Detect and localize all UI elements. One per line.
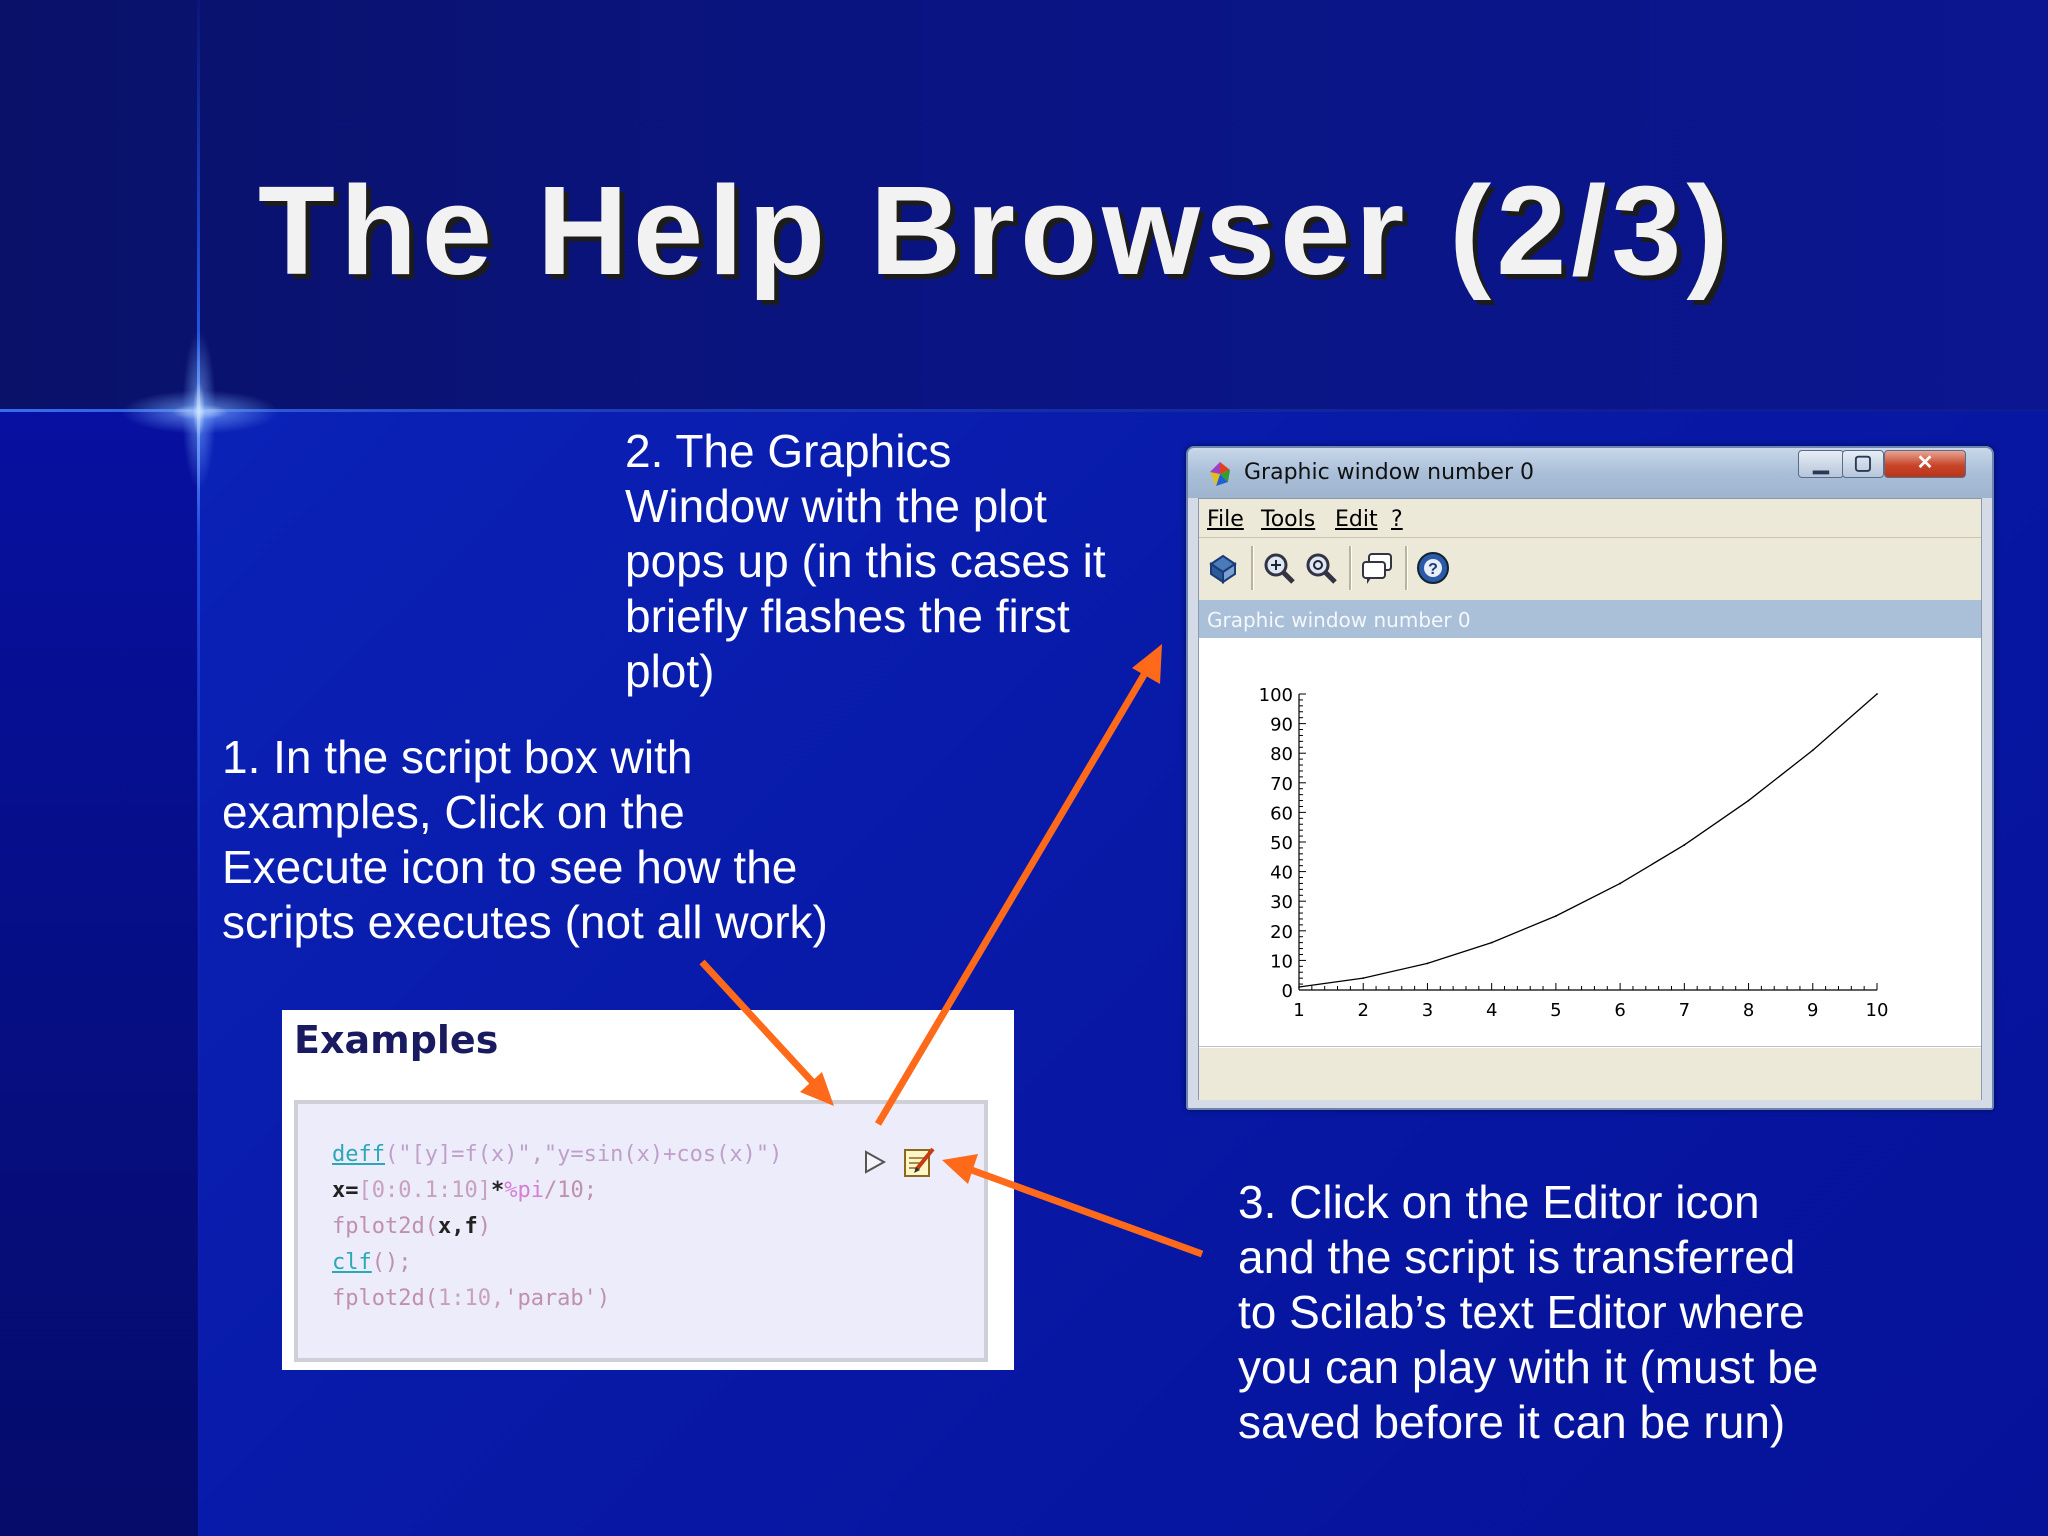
graphic-window-titlebar[interactable]: Graphic window number 0 ▁ ▢ ✕ bbox=[1188, 448, 1992, 498]
help-icon[interactable]: ? bbox=[1415, 550, 1451, 586]
y-tick-label: 90 bbox=[1270, 715, 1293, 736]
code-text: ) bbox=[596, 1286, 611, 1311]
execute-icon[interactable] bbox=[860, 1148, 888, 1176]
code-text: (); bbox=[371, 1250, 412, 1275]
code-text: %pi bbox=[504, 1178, 544, 1203]
close-button[interactable]: ✕ bbox=[1884, 450, 1966, 478]
x-tick-label: 10 bbox=[1866, 1000, 1889, 1021]
code-text: 'parab' bbox=[504, 1286, 597, 1311]
code-line-5: fplot2d(1:10,'parab') bbox=[332, 1286, 610, 1311]
x-tick-label: 2 bbox=[1357, 1000, 1368, 1021]
y-tick-label: 50 bbox=[1270, 833, 1293, 854]
zoom-icon[interactable] bbox=[1261, 550, 1297, 586]
x-tick-label: 4 bbox=[1486, 1000, 1497, 1021]
x-tick-label: 7 bbox=[1679, 1000, 1690, 1021]
y-tick-label: 100 bbox=[1259, 685, 1293, 706]
code-text: ("[y]=f(x)","y=sin(x)+cos(x)") bbox=[384, 1142, 783, 1167]
y-tick-label: 70 bbox=[1270, 774, 1293, 795]
code-text: [0:0.1:10] bbox=[358, 1178, 491, 1203]
slide-header-band bbox=[0, 0, 2048, 412]
data-point bbox=[1362, 977, 1365, 980]
x-tick-label: 8 bbox=[1743, 1000, 1754, 1021]
caption-step-1: 1. In the script box with examples, Clic… bbox=[222, 731, 828, 948]
decor-vertical-line bbox=[197, 0, 200, 1536]
graphic-subtitle-bar: Graphic window number 0 bbox=[1199, 600, 1981, 638]
data-point bbox=[1811, 749, 1814, 752]
decor-cross-glow-vertical bbox=[182, 330, 216, 490]
menu-tools[interactable]: Tools bbox=[1261, 507, 1316, 532]
data-point bbox=[1490, 941, 1493, 944]
graphic-window: Graphic window number 0 ▁ ▢ ✕ File Tools… bbox=[1186, 446, 1994, 1110]
parabola-chart: 0 10 20 30 40 50 60 70 80 90 100 1 2 3 4 5 6 7 8 9 10 bbox=[1259, 685, 1889, 1021]
y-tick-label: 40 bbox=[1270, 863, 1293, 884]
data-point bbox=[1298, 986, 1300, 988]
x-tick-label: 3 bbox=[1422, 1000, 1433, 1021]
menu-edit[interactable]: Edit bbox=[1335, 507, 1378, 532]
code-text: * bbox=[490, 1178, 505, 1203]
y-tick-label: 0 bbox=[1282, 981, 1293, 1002]
graphic-window-title: Graphic window number 0 bbox=[1244, 460, 1534, 485]
y-tick-label: 10 bbox=[1270, 951, 1293, 972]
caption-step-3: 3. Click on the Editor icon and the scri… bbox=[1238, 1176, 1819, 1448]
data-point bbox=[1619, 882, 1622, 885]
series-line bbox=[1298, 693, 1878, 988]
data-point bbox=[1683, 844, 1686, 846]
data-point bbox=[1426, 962, 1429, 965]
x-tick-label: 6 bbox=[1614, 1000, 1625, 1021]
menu-help[interactable]: ? bbox=[1391, 507, 1403, 532]
plot-area: 0 10 20 30 40 50 60 70 80 90 100 1 2 3 4 5 6 7 8 9 10 bbox=[1199, 638, 1981, 1047]
code-line-1: deff("[y]=f(x)","y=sin(x)+cos(x)") bbox=[332, 1142, 782, 1167]
code-text: = bbox=[345, 1178, 359, 1203]
rotate-icon[interactable] bbox=[1205, 550, 1241, 586]
code-text: 1:10, bbox=[437, 1286, 505, 1311]
menu-file[interactable]: File bbox=[1207, 507, 1244, 532]
x-tick-label: 1 bbox=[1293, 1000, 1304, 1021]
data-point bbox=[1747, 799, 1750, 802]
y-tick-label: 30 bbox=[1270, 892, 1293, 913]
code-text: fplot2d bbox=[332, 1286, 425, 1311]
toolbar-separator bbox=[1405, 546, 1408, 590]
code-text: fplot2d bbox=[332, 1214, 425, 1239]
code-line-3: fplot2d(x,f) bbox=[332, 1214, 491, 1239]
toolbar-separator bbox=[1349, 546, 1352, 590]
status-bar bbox=[1199, 1047, 1981, 1100]
svg-text:?: ? bbox=[1428, 561, 1438, 578]
code-text: /10; bbox=[543, 1178, 597, 1203]
code-text: ( bbox=[424, 1214, 438, 1239]
y-tick-label: 20 bbox=[1270, 922, 1293, 943]
code-link-clf[interactable]: clf bbox=[332, 1250, 372, 1275]
examples-panel: Examples deff("[y]=f(x)","y=sin(x)+cos(x… bbox=[282, 1010, 1014, 1370]
code-link-deff[interactable]: deff bbox=[332, 1142, 385, 1167]
maximize-button[interactable]: ▢ bbox=[1842, 450, 1884, 478]
x-tick-label: 9 bbox=[1807, 1000, 1818, 1021]
scilab-logo-icon bbox=[1210, 462, 1230, 486]
toolbar-separator bbox=[1251, 546, 1254, 590]
code-text: ( bbox=[424, 1286, 438, 1311]
y-tick-label: 80 bbox=[1270, 744, 1293, 765]
editor-icon[interactable] bbox=[902, 1144, 936, 1178]
menu-bar: File Tools Edit ? bbox=[1199, 499, 1981, 538]
caption-step-2: 2. The Graphics Window with the plot pop… bbox=[625, 425, 1106, 697]
graphic-subtitle: Graphic window number 0 bbox=[1207, 608, 1471, 632]
y-tick-label: 60 bbox=[1270, 803, 1293, 824]
toolbar: ? bbox=[1199, 538, 1981, 600]
datatip-icon[interactable] bbox=[1359, 550, 1395, 586]
code-text: ) bbox=[477, 1214, 491, 1239]
slide-left-band bbox=[0, 412, 198, 1536]
x-tick-label: 5 bbox=[1550, 1000, 1561, 1021]
decor-horizontal-line bbox=[0, 409, 2048, 412]
code-line-2: x=[0:0.1:10]*%pi/10; bbox=[332, 1178, 597, 1203]
data-point bbox=[1876, 693, 1878, 695]
minimize-button[interactable]: ▁ bbox=[1798, 450, 1844, 478]
graphic-window-body: File Tools Edit ? bbox=[1198, 498, 1982, 1100]
code-text: x,f bbox=[437, 1214, 478, 1239]
unzoom-icon[interactable] bbox=[1303, 550, 1339, 586]
code-line-4: clf(); bbox=[332, 1250, 412, 1275]
code-text: x bbox=[332, 1178, 346, 1203]
slide-title: The Help Browser (2/3) bbox=[258, 160, 1734, 301]
examples-heading: Examples bbox=[294, 1018, 499, 1062]
data-point bbox=[1554, 915, 1557, 917]
example-code-box: deff("[y]=f(x)","y=sin(x)+cos(x)") x=[0:… bbox=[294, 1100, 988, 1362]
